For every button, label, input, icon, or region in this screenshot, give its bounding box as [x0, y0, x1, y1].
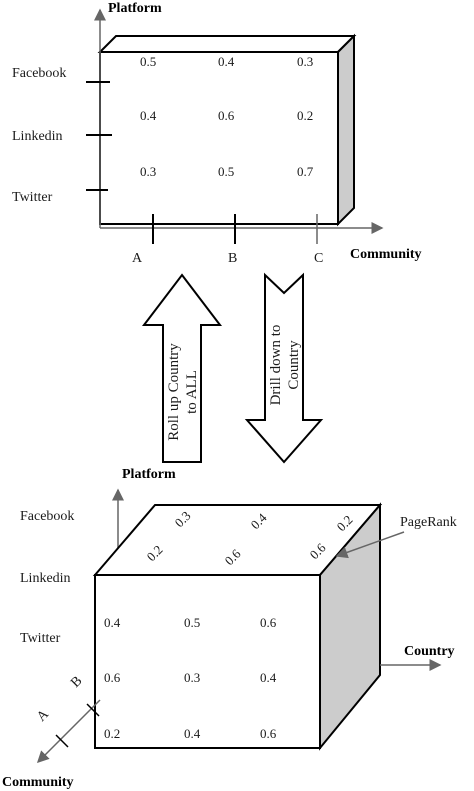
- top-label-facebook: Facebook: [12, 66, 66, 81]
- top-value-cell: 0.4: [218, 54, 235, 69]
- tick-bottom-b: [86, 703, 100, 717]
- front-face-value: 0.3: [184, 670, 200, 685]
- top-cube: [97, 33, 357, 227]
- top-community-title: Community: [350, 247, 422, 262]
- top-label-b: B: [228, 251, 237, 266]
- bottom-community-title: Community: [2, 775, 74, 790]
- top-value-cell: 0.3: [297, 54, 313, 69]
- top-value-cell: 0.6: [218, 108, 235, 123]
- bottom-front-face-values: 0.4 0.5 0.6 0.6 0.3 0.4 0.2 0.4 0.6: [104, 615, 277, 741]
- bottom-cube: [92, 502, 383, 751]
- top-value-cell: 0.5: [140, 54, 156, 69]
- top-cube-side-face: [337, 33, 355, 227]
- bottom-label-linkedin: Linkedin: [20, 571, 71, 586]
- front-face-value: 0.4: [104, 615, 121, 630]
- top-cube-values: 0.5 0.4 0.3 0.4 0.6 0.2 0.3 0.5 0.7: [140, 54, 314, 179]
- pagerank-arrow: [335, 531, 405, 559]
- top-value-cell: 0.7: [297, 164, 314, 179]
- front-face-value: 0.2: [104, 726, 120, 741]
- tick-bottom-a: [55, 734, 69, 748]
- front-face-value: 0.4: [184, 726, 201, 741]
- top-label-c: C: [314, 251, 323, 266]
- bottom-label-twitter: Twitter: [20, 631, 61, 646]
- front-face-value: 0.4: [260, 670, 277, 685]
- top-value-cell: 0.3: [140, 164, 156, 179]
- front-face-value: 0.6: [260, 726, 277, 741]
- top-label-linkedin: Linkedin: [12, 129, 63, 144]
- top-label-twitter: Twitter: [12, 190, 53, 205]
- drill-down-arrow: [244, 272, 324, 464]
- bottom-platform-title: Platform: [122, 467, 176, 482]
- top-cube-top-face: [97, 35, 357, 53]
- drill-down-text-line-1: Drill down to: [268, 325, 284, 406]
- front-face-value: 0.5: [184, 615, 200, 630]
- pagerank-label: PageRank: [400, 515, 457, 530]
- front-face-value: 0.6: [104, 670, 121, 685]
- roll-up-text-line-1: Roll up Country: [166, 343, 182, 441]
- bottom-community-axis: [36, 699, 101, 764]
- top-platform-title: Platform: [108, 1, 162, 16]
- top-label-a: A: [132, 251, 143, 266]
- bottom-label-b: B: [68, 674, 85, 691]
- bottom-label-facebook: Facebook: [20, 509, 74, 524]
- roll-up-text-line-2: to ALL: [184, 370, 200, 414]
- bottom-cube-front-face: [94, 574, 321, 749]
- top-value-cell: 0.4: [140, 108, 157, 123]
- top-cube-front-face: [99, 51, 339, 225]
- bottom-label-a: A: [34, 706, 52, 724]
- roll-up-arrow: [141, 273, 223, 463]
- bottom-country-title: Country: [404, 644, 455, 659]
- front-face-value: 0.6: [260, 615, 277, 630]
- top-value-cell: 0.5: [218, 164, 234, 179]
- top-value-cell: 0.2: [297, 108, 313, 123]
- drill-down-text-line-2: Country: [286, 340, 302, 390]
